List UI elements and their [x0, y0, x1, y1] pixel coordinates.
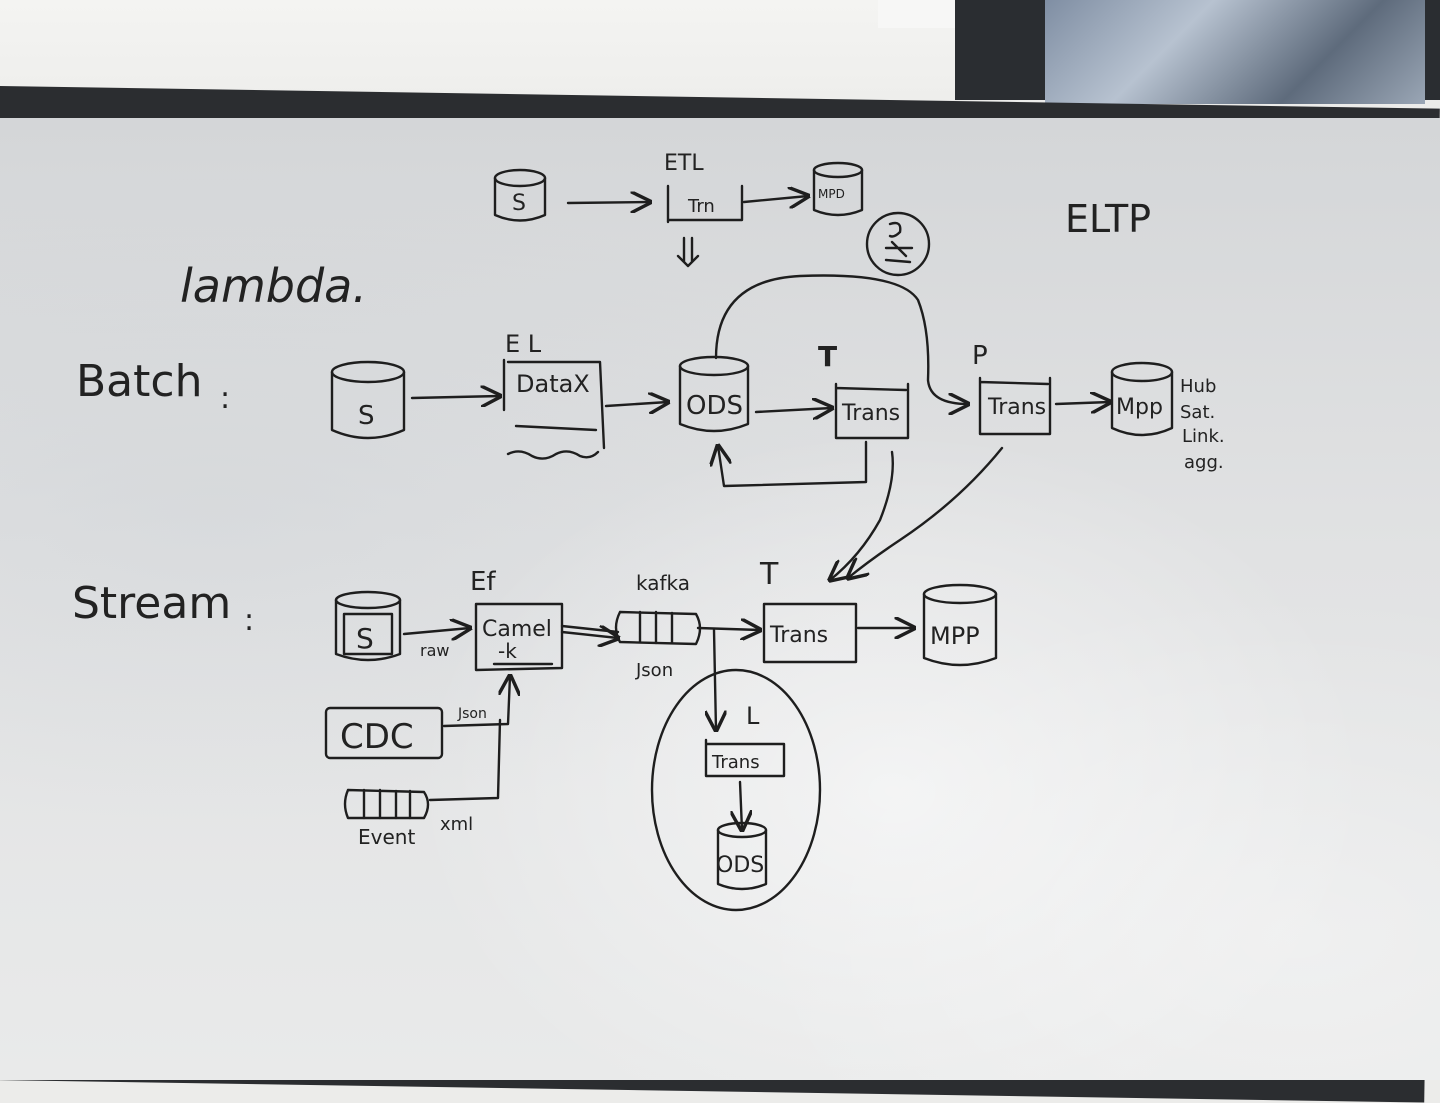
p-trans-box: Trans	[978, 376, 1052, 436]
stream-source-label: S	[356, 622, 374, 655]
json-label: Json	[635, 660, 673, 681]
l-branch-circle	[650, 668, 822, 912]
batch-colon: :	[220, 381, 230, 416]
etl-target-db: MPD	[812, 161, 864, 217]
etl-source-label: S	[512, 191, 526, 216]
arrow	[696, 628, 760, 630]
translate-label: Trans	[711, 752, 760, 773]
t-label: T	[818, 340, 837, 373]
camel-label: Camel	[482, 617, 552, 642]
translate-box: Trans	[704, 738, 786, 778]
mpp-label: Mpp	[1116, 395, 1163, 420]
p-trans-label: Trans	[987, 395, 1046, 420]
mpp-note: Link.	[1182, 426, 1225, 447]
event-queue	[343, 788, 430, 820]
datax-label: DataX	[516, 370, 590, 398]
trans-box: Trans	[834, 382, 910, 440]
whiteboard	[0, 118, 1440, 1080]
stream-trans-box: Trans	[762, 602, 858, 664]
arrow	[754, 408, 832, 412]
el-label: E L	[505, 330, 542, 358]
batch-label: Batch	[76, 356, 202, 407]
mpp-db: Mpp	[1110, 361, 1174, 437]
diagonal-arrow	[848, 446, 1004, 578]
arrow	[1054, 402, 1110, 404]
cdc-json-label: Json	[457, 706, 487, 722]
window	[1045, 0, 1425, 104]
kafka-queue	[614, 610, 702, 646]
etl-label: ETL	[664, 151, 704, 176]
diagonal-arrow	[830, 450, 894, 580]
ods-label: ODS	[686, 391, 743, 421]
arrow	[604, 402, 668, 406]
down-arrow	[676, 236, 700, 268]
arrow	[442, 676, 510, 728]
arrow	[742, 196, 808, 202]
ods-db: ODS	[678, 355, 750, 433]
datax-box: DataX	[502, 358, 606, 460]
kafka-label: kafka	[636, 571, 690, 595]
batch-source-db: S	[330, 360, 406, 440]
batch-source-label: S	[358, 401, 375, 431]
stream-trans-label: Trans	[769, 623, 828, 648]
raw-label: raw	[420, 641, 449, 660]
stream-ods-db: ODS	[716, 821, 768, 891]
ef-label: Ef	[470, 567, 496, 597]
event-line	[428, 718, 502, 802]
stream-ods-label: ODS	[716, 853, 764, 878]
xml-label: xml	[440, 814, 473, 835]
p-label: P	[972, 341, 988, 371]
stream-t-label: T	[759, 557, 779, 592]
camel-box: Camel -k	[474, 602, 564, 672]
arrow	[714, 628, 716, 730]
stream-mpp-db: MPP	[922, 583, 998, 667]
loop-arrow	[714, 274, 968, 405]
circled-note	[865, 211, 931, 277]
event-label: Event	[358, 825, 415, 849]
etl-source-db: S	[493, 168, 547, 222]
mpp-note: Hub	[1180, 376, 1216, 397]
etl-trans-label: Trn	[687, 196, 715, 217]
stream-source-db: S	[334, 590, 402, 662]
etl-trans-box: Trn	[666, 184, 744, 224]
camel-k-label: -k	[498, 639, 517, 663]
stream-label: Stream	[72, 578, 231, 629]
arrow	[402, 628, 470, 634]
feedback-arrow	[718, 440, 868, 488]
stream-colon: :	[244, 603, 254, 638]
cdc-box: CDC	[324, 706, 444, 760]
cdc-label: CDC	[340, 717, 414, 757]
double-arrow	[560, 626, 618, 638]
l-label: L	[746, 702, 760, 730]
trans-label: Trans	[841, 401, 900, 426]
arrow	[410, 396, 500, 398]
mpp-notes: Hub Sat. Link. agg.	[1180, 376, 1225, 473]
whiteboard-drawing: S ETL Trn MPD ELTP lambda. Batch : S E L…	[72, 151, 1225, 912]
eltp-label: ELTP	[1065, 197, 1151, 241]
mpp-note: agg.	[1184, 452, 1224, 473]
stream-mpp-label: MPP	[930, 622, 980, 650]
wall-panel	[878, 0, 958, 28]
lambda-label: lambda.	[180, 259, 367, 313]
mpp-note: Sat.	[1180, 402, 1215, 423]
etl-target-label: MPD	[818, 187, 845, 201]
arrow	[566, 202, 650, 203]
